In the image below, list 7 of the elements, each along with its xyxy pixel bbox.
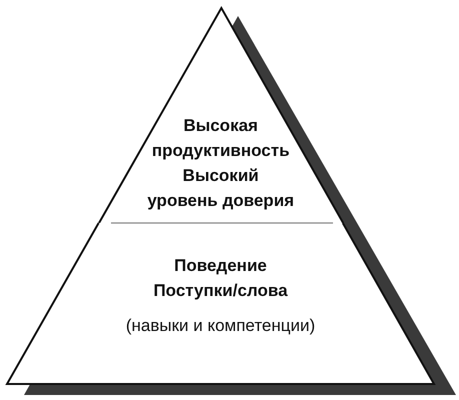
tier-label: Высокая продуктивность (150, 114, 291, 162)
tier-note: (навыки и компетенции) (126, 314, 316, 336)
tier-label: Поступки/слова (153, 280, 288, 302)
pyramid-top-tier (96, 5, 346, 226)
tier-label: Высокий уровень доверия (146, 164, 295, 212)
tier-label: Поведение (174, 254, 267, 276)
pyramid-base-tier (4, 220, 437, 387)
